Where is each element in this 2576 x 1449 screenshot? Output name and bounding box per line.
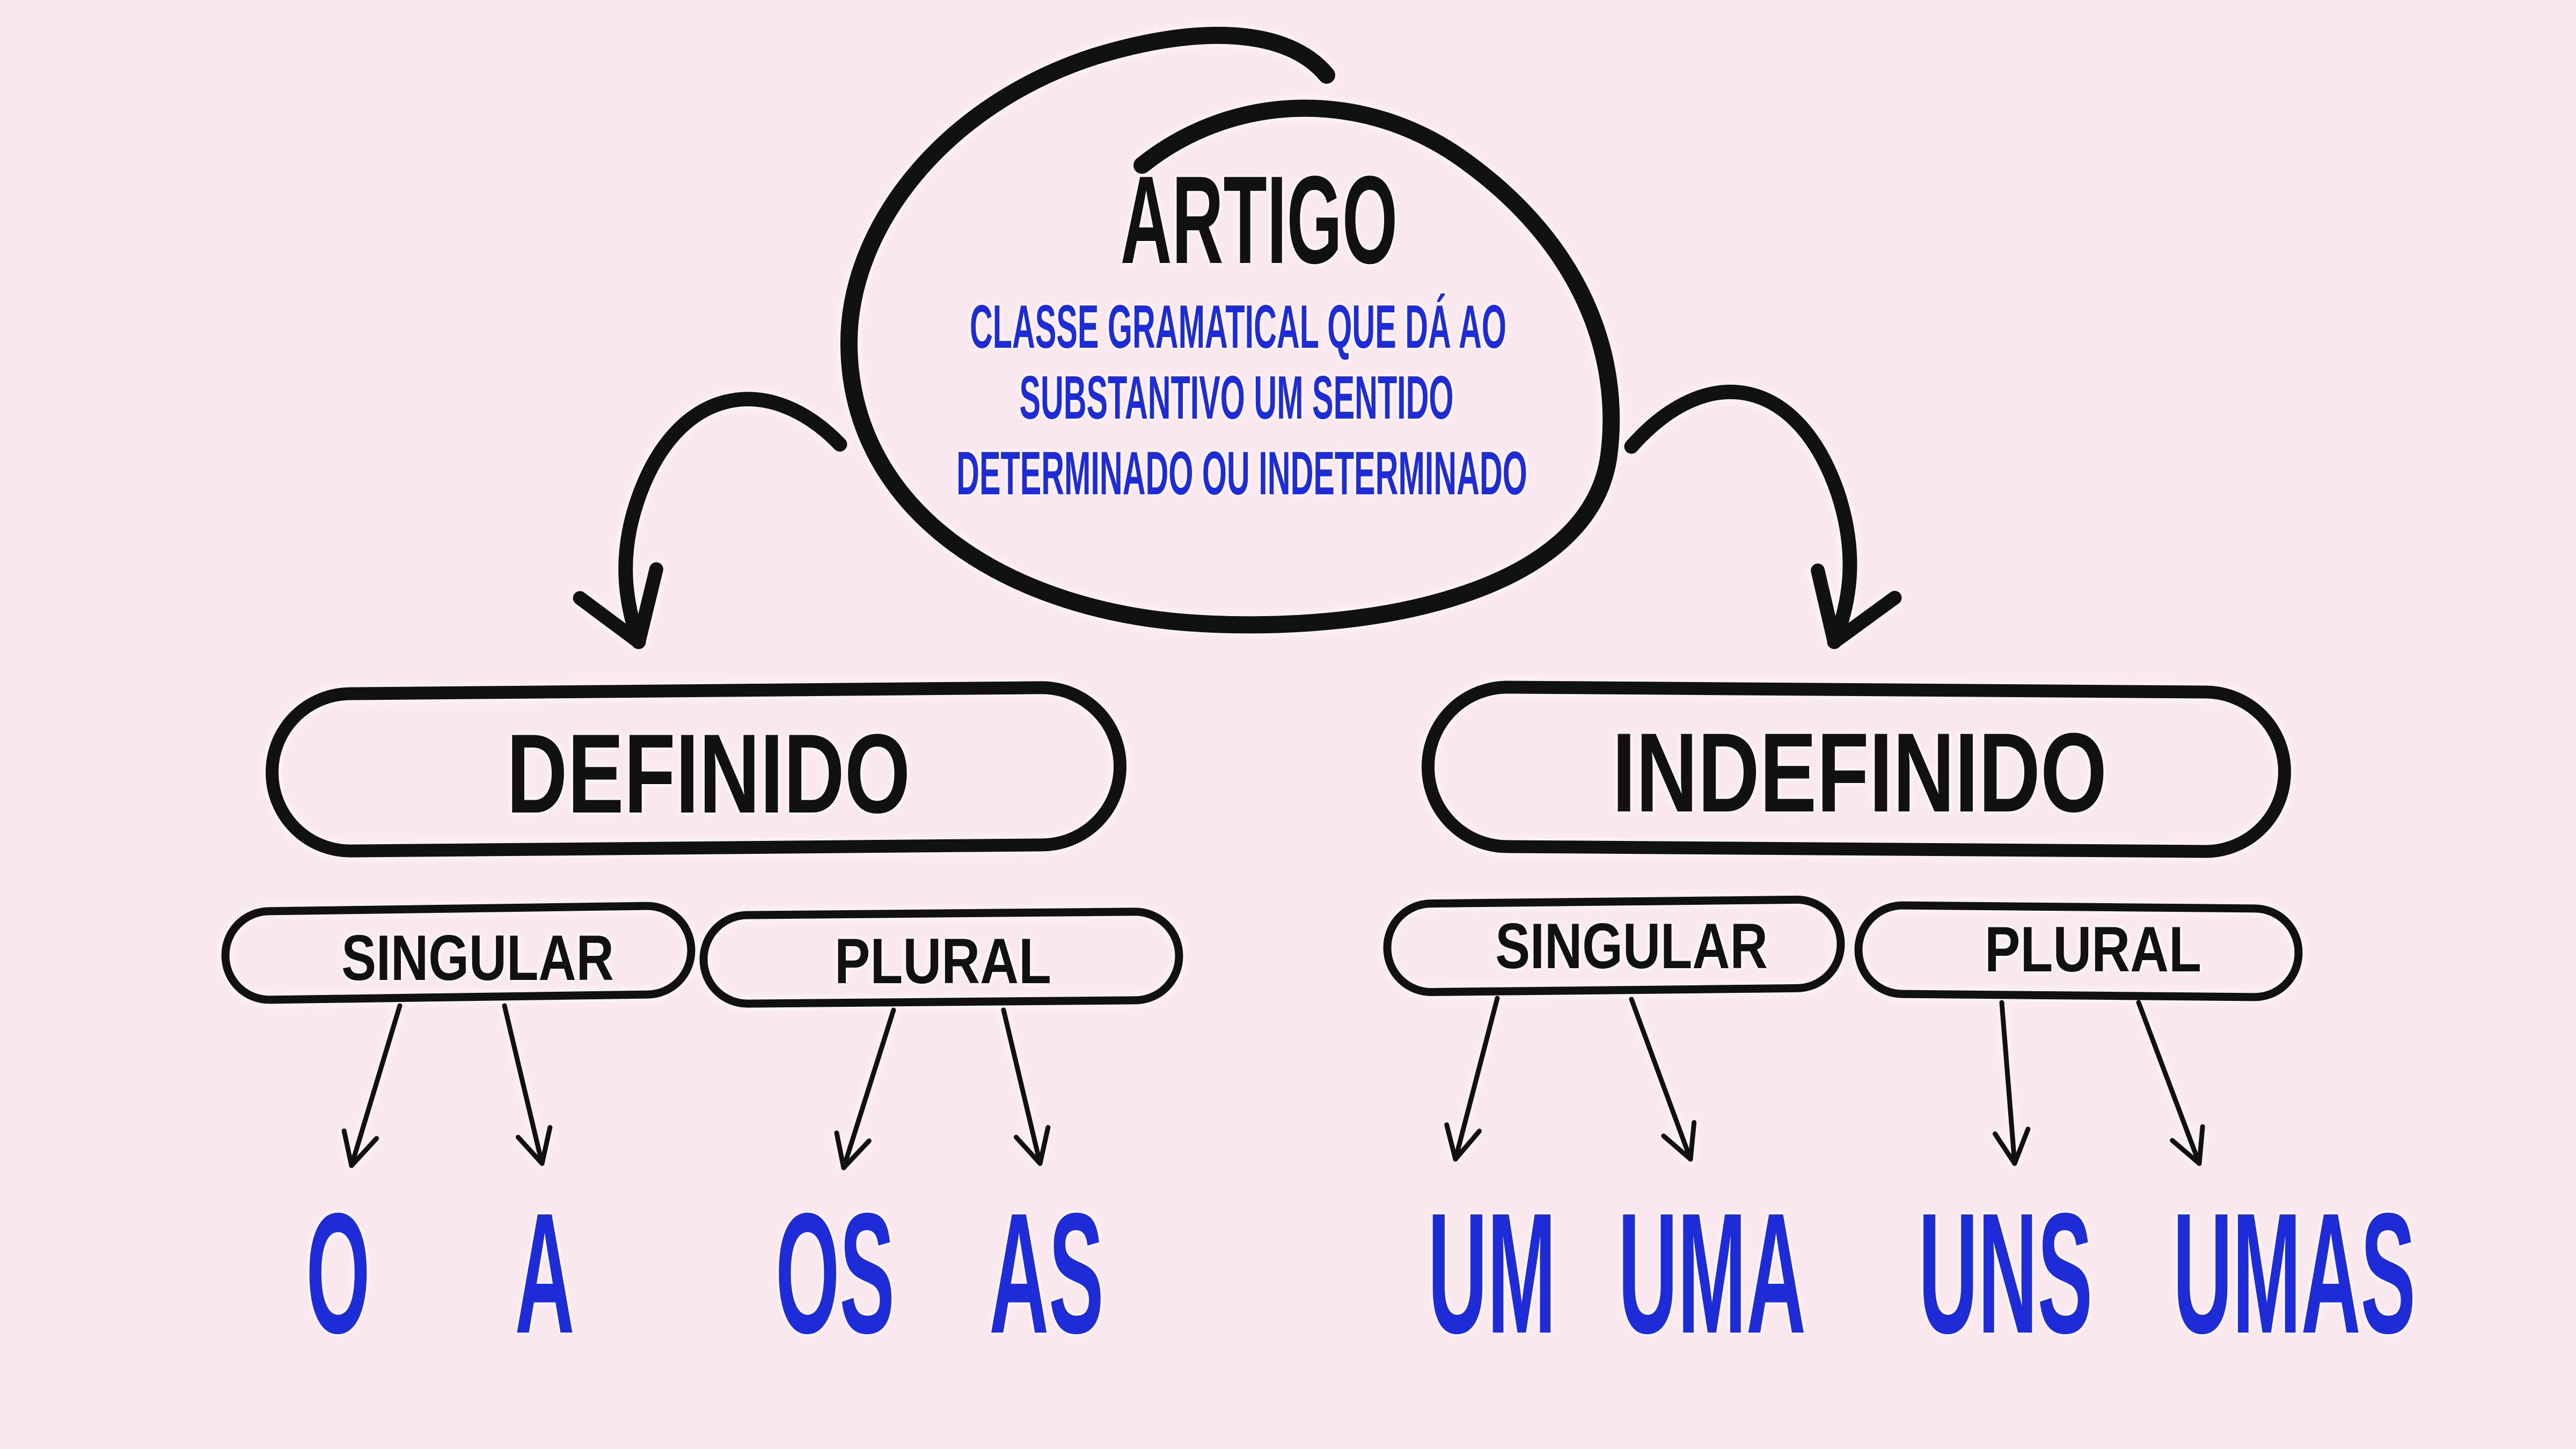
root-definition-line-2: SUBSTANTIVO UM SENTIDO <box>1019 364 1454 432</box>
definido-plural-pill <box>699 908 1183 1008</box>
article-as: AS <box>989 1177 1104 1369</box>
arrow-to-indefinido <box>1624 384 1902 649</box>
root-ellipse <box>840 26 1620 634</box>
arrow-definido-plural-1 <box>834 1007 896 1170</box>
arrow-indefinido-singular-1 <box>1444 996 1500 1162</box>
indefinido-singular-label: SINGULAR <box>1495 910 1768 982</box>
root-definition-line-3: DETERMINADO OU INDETERMINADO <box>956 440 1527 508</box>
definido-singular-pill <box>221 902 696 1004</box>
indefinido-label: INDEFINIDO <box>1612 709 2107 836</box>
article-um: UM <box>1428 1177 1556 1369</box>
arrow-indefinido-plural-1 <box>1992 1000 2031 1166</box>
definido-singular-label: SINGULAR <box>341 922 614 994</box>
definido-plural-label: PLURAL <box>835 925 1051 997</box>
arrow-definido-singular-1 <box>341 1003 402 1168</box>
root-title: ARTIGO <box>1120 150 1398 290</box>
article-o: O <box>306 1177 370 1369</box>
indefinido-plural-label: PLURAL <box>1985 913 2201 985</box>
definido-label: DEFINIDO <box>506 711 911 837</box>
arrow-indefinido-plural-2 <box>2136 1000 2205 1166</box>
arrow-to-definido <box>573 392 847 649</box>
indefinido-singular-pill <box>1383 895 1845 997</box>
article-a: A <box>515 1177 575 1369</box>
definido-pill <box>266 681 1126 858</box>
article-uns: UNS <box>1918 1177 2093 1369</box>
article-uma: UMA <box>1618 1177 1806 1369</box>
arrow-indefinido-singular-2 <box>1629 997 1697 1162</box>
root-definition-line-1: CLASSE GRAMATICAL QUE DÁ AO <box>969 293 1507 361</box>
article-umas: UMAS <box>2172 1177 2416 1369</box>
arrow-definido-plural-2 <box>1001 1007 1051 1166</box>
article-os: OS <box>775 1177 895 1369</box>
indefinido-pill <box>1422 680 2291 858</box>
indefinido-plural-pill <box>1854 901 2303 1001</box>
arrow-definido-singular-2 <box>502 1003 553 1166</box>
